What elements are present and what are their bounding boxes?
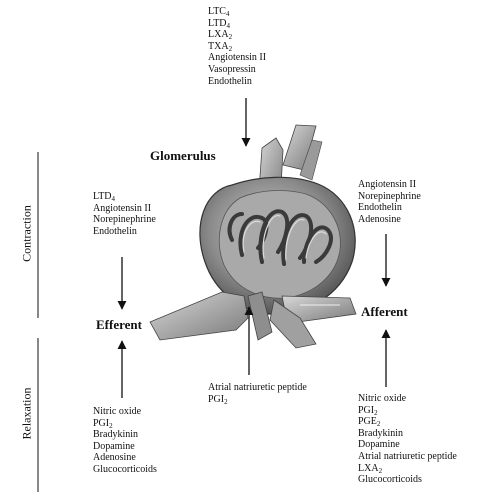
- list-item: Angiotensin II: [93, 202, 152, 214]
- list-item: TXA2: [208, 40, 233, 53]
- list-item: Angiotensin II: [208, 52, 267, 64]
- list-item: Adenosine: [93, 452, 136, 464]
- list-item: Angiotensin II: [358, 179, 417, 190]
- list-item: LXA2: [208, 29, 233, 42]
- list-item: PGE2: [358, 416, 381, 429]
- list-item: Endothelin: [358, 202, 402, 214]
- glomerulus-label: Glomerulus: [150, 148, 216, 163]
- list-item: Norepinephrine: [358, 190, 421, 202]
- list-item: Adenosine: [358, 213, 401, 225]
- list-item: Dopamine: [358, 439, 400, 451]
- list-item: Bradykinin: [93, 429, 138, 441]
- list-item: Atrial natriuretic peptide: [358, 450, 457, 462]
- list-item: PGI2: [358, 404, 378, 417]
- list-item: LTD4: [93, 191, 116, 203]
- list-item: Norepinephrine: [93, 214, 156, 226]
- list-item: Endothelin: [208, 75, 252, 87]
- list-item: Bradykinin: [358, 427, 403, 439]
- list-item: Glucocorticoids: [358, 474, 422, 486]
- bottom-vessels: [149, 291, 357, 349]
- list-item: Nitric oxide: [93, 406, 142, 417]
- contraction-side-label: Contraction: [19, 205, 34, 262]
- list-item: Endothelin: [93, 225, 137, 237]
- list-item: Glucocorticoids: [93, 463, 157, 475]
- list-item: LTC4: [208, 6, 230, 18]
- list-item: PGI2: [208, 393, 228, 406]
- list-item: LTD4: [208, 17, 231, 30]
- list-item: LXA2: [358, 462, 383, 475]
- efferent-label: Efferent: [96, 317, 142, 332]
- list-item: Nitric oxide: [358, 393, 407, 404]
- list-item: Dopamine: [93, 440, 135, 452]
- list-item: Atrial natriuretic peptide: [208, 382, 307, 393]
- relaxation-side-label: Relaxation: [19, 387, 34, 440]
- list-item: PGI2: [93, 417, 113, 430]
- afferent-label: Afferent: [361, 304, 408, 319]
- list-item: Vasopressin: [208, 63, 256, 75]
